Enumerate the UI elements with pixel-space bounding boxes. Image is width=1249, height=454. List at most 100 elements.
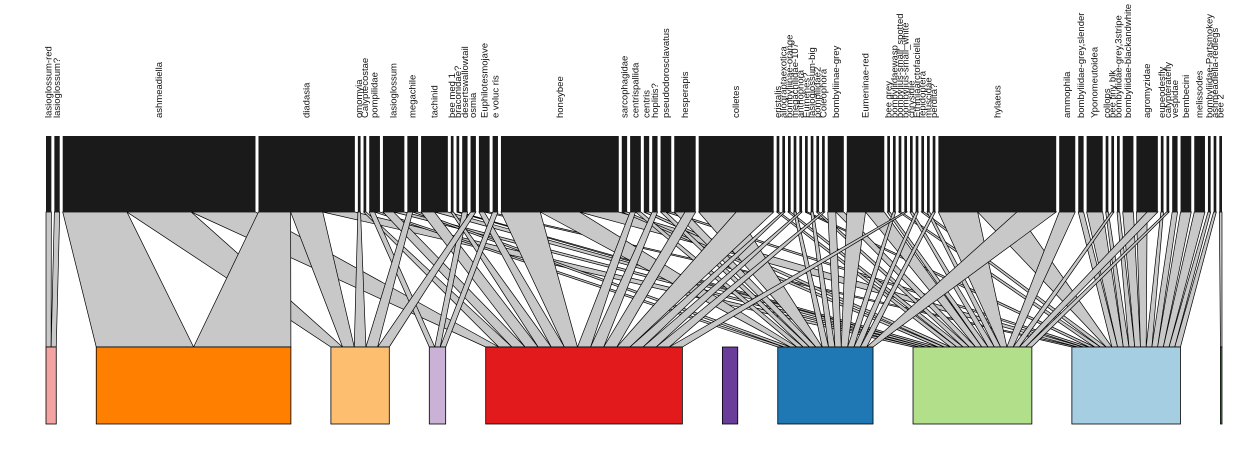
higher-level-box xyxy=(382,136,405,212)
species-label: eupeodesfly xyxy=(1157,67,1168,118)
higher-level-box xyxy=(1117,136,1120,212)
species-label: collops xyxy=(1102,88,1113,118)
higher-level-box xyxy=(500,136,619,212)
species-label: lasioglossum xyxy=(389,63,400,118)
species-label: eristalis xyxy=(773,86,784,118)
higher-level-box xyxy=(910,136,913,212)
higher-level-box xyxy=(258,136,355,212)
higher-level-box xyxy=(892,136,896,212)
higher-level-box xyxy=(915,136,919,212)
species-label: agromyzidae xyxy=(1142,64,1153,118)
lower-level-box xyxy=(1220,346,1223,425)
higher-level-box xyxy=(1078,136,1084,212)
species-label: Ethmiaarctofaciella xyxy=(912,37,923,118)
species-label: ashmeadiella xyxy=(154,61,165,118)
species-label: ashmeadiella-redlegs xyxy=(1210,27,1221,118)
species-label: diadasia xyxy=(302,82,313,118)
higher-level-box xyxy=(1160,136,1164,212)
species-label: honeybee xyxy=(555,76,566,118)
species-label: lasioglossum? xyxy=(52,58,63,118)
species-label: bombyliidae-grey,3stripe xyxy=(1113,15,1124,118)
higher-level-box xyxy=(827,136,844,212)
species-label: lepidoptera xyxy=(918,70,929,118)
species-label: lasioglossum-red xyxy=(44,46,55,118)
higher-level-box xyxy=(450,136,454,212)
higher-level-box xyxy=(799,136,803,212)
higher-level-box xyxy=(369,136,380,212)
higher-level-box xyxy=(46,136,52,212)
higher-level-box xyxy=(1086,136,1103,212)
higher-level-box xyxy=(932,136,936,212)
higher-level-box xyxy=(407,136,419,212)
species-label: bee grey xyxy=(884,81,895,118)
species-label: Coleophora xyxy=(818,68,829,118)
species-label: bombylius-small_white xyxy=(901,22,912,118)
higher-level-box xyxy=(1213,136,1217,212)
higher-level-box xyxy=(62,136,256,212)
higher-level-boxes xyxy=(46,136,1222,212)
species-label: tachinid xyxy=(429,85,440,118)
lower-level-box xyxy=(777,346,874,425)
species-label: anthophora xyxy=(796,69,807,118)
species-label: bombyliidae-grey,slender xyxy=(1076,13,1087,118)
species-label: melissodes xyxy=(1195,70,1206,118)
species-label: centrispallida xyxy=(630,62,641,118)
higher-level-box xyxy=(462,136,468,212)
species-label: allograptaexotica xyxy=(779,45,790,118)
species-label: omomyia xyxy=(354,79,365,118)
species-label: bombyliinae-orange xyxy=(784,35,795,118)
higher-level-box xyxy=(1166,136,1170,212)
higher-level-box xyxy=(492,136,498,212)
higher-level-box xyxy=(938,136,1057,212)
species-label: bombyliidaewasp xyxy=(889,45,900,118)
higher-level-box xyxy=(1105,136,1109,212)
species-label: vespidae xyxy=(1170,80,1181,118)
higher-level-box xyxy=(643,136,650,212)
species-label: bee tiny blk xyxy=(1108,70,1119,118)
species-label: bombyliidae-blackandwhite xyxy=(1123,4,1134,118)
higher-level-box xyxy=(887,136,890,212)
higher-level-box xyxy=(456,136,460,212)
species-label: bembecini xyxy=(1181,75,1192,118)
higher-level-box xyxy=(478,136,490,212)
lower-level-box xyxy=(1071,346,1181,425)
species-label: muscidae xyxy=(923,77,934,118)
species-label: pseudodorosclavatus xyxy=(661,28,672,118)
species-label: bee 2 xyxy=(1216,94,1227,118)
lower-level-box xyxy=(485,346,683,425)
higher-level-box xyxy=(805,136,808,212)
lower-level-box xyxy=(45,346,57,425)
species-label: Euphilotesmojave xyxy=(479,43,490,118)
species-label: pompilidae2 xyxy=(813,67,824,118)
higher-level-box xyxy=(776,136,780,212)
higher-level-box xyxy=(1059,136,1076,212)
higher-level-box xyxy=(822,136,825,212)
higher-level-box xyxy=(1194,136,1205,212)
higher-level-box xyxy=(1111,136,1115,212)
species-label: sarcophagidae xyxy=(619,56,630,118)
lower-level-box xyxy=(330,346,390,425)
species-label: desertswallowtail xyxy=(460,46,471,118)
higher-level-box xyxy=(793,136,797,212)
higher-level-box xyxy=(652,136,658,212)
species-label: pompilidae xyxy=(370,72,381,118)
higher-level-box xyxy=(698,136,774,212)
species-label: centris xyxy=(642,90,653,118)
species-label: bee med 1 xyxy=(447,73,458,118)
higher-level-box xyxy=(660,136,672,212)
higher-level-box xyxy=(1172,136,1178,212)
higher-level-box xyxy=(898,136,902,212)
species-label: ammophila xyxy=(1062,71,1073,118)
lower-level-boxes xyxy=(45,346,1223,425)
higher-level-box xyxy=(921,136,925,212)
species-label: osmia xyxy=(468,92,479,118)
species-label: braconidae? xyxy=(453,66,464,118)
higher-level-box xyxy=(1219,136,1222,212)
higher-level-box xyxy=(1136,136,1158,212)
species-label: Yponomeutoidea xyxy=(1090,46,1101,118)
species-label: chrysidie xyxy=(906,81,917,119)
higher-level-box xyxy=(1207,136,1211,212)
higher-level-box xyxy=(927,136,930,212)
species-label: bombylius-small_spotted xyxy=(895,13,906,118)
